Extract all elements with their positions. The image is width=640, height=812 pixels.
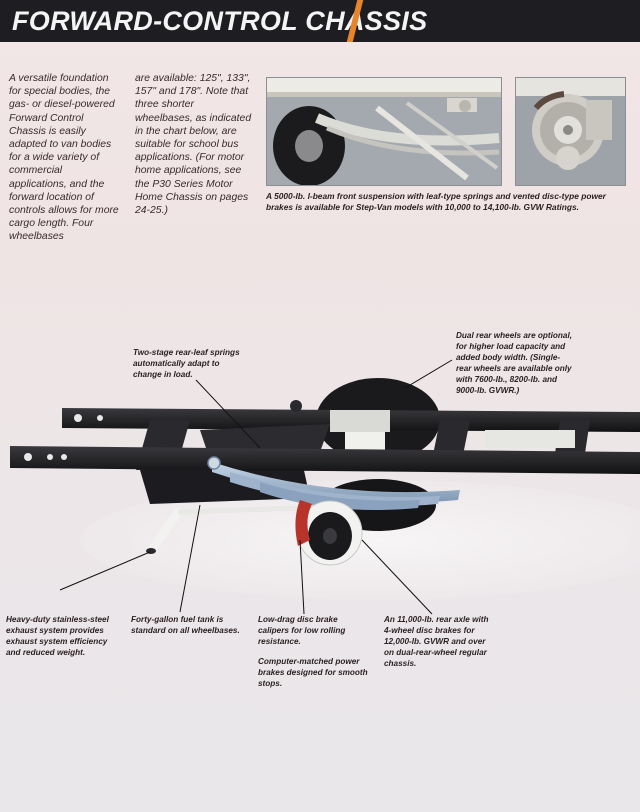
callout-power-brakes-text: Computer-matched power brakes designed f… — [258, 657, 368, 688]
callout-fuel-tank: Forty-gallon fuel tank is standard on al… — [131, 614, 243, 645]
callout-dual-wheels: Dual rear wheels are optional, for highe… — [456, 330, 574, 405]
front-suspension-photo — [266, 77, 502, 186]
callout-axle-text: An 11,000-lb. rear axle with 4-wheel dis… — [384, 615, 489, 668]
leader-fuel-tank — [179, 504, 201, 613]
intro-text-2: are available: 125", 133", 157" and 178"… — [135, 73, 252, 217]
leader-calipers — [299, 539, 305, 615]
intro-text-1: A versatile foundation for special bodie… — [9, 73, 119, 243]
callout-rear-springs: Two-stage rear-leaf springs automaticall… — [133, 347, 248, 389]
leader-axle — [361, 539, 433, 615]
callout-exhaust-text: Heavy-duty stainless-steel exhaust syste… — [6, 615, 109, 657]
callout-fuel-tank-text: Forty-gallon fuel tank is standard on al… — [131, 615, 240, 635]
header-bar: FORWARD-CONTROL CHASSIS — [0, 0, 640, 42]
intro-column-2: are available: 125", 133", 157" and 178"… — [135, 72, 253, 217]
photo-caption: A 5000-lb. I-beam front suspension with … — [266, 191, 606, 212]
disc-brake-illustration — [516, 78, 625, 185]
front-suspension-illustration — [267, 78, 501, 185]
leader-dual-wheels — [404, 359, 453, 389]
callout-rear-springs-text: Two-stage rear-leaf springs automaticall… — [133, 348, 240, 379]
callout-calipers-text: Low-drag disc brake calipers for low rol… — [258, 615, 346, 646]
disc-brake-photo — [515, 77, 626, 186]
callout-brakes: Low-drag disc brake calipers for low rol… — [258, 614, 370, 698]
callout-exhaust: Heavy-duty stainless-steel exhaust syste… — [6, 614, 118, 667]
leader-exhaust — [59, 551, 151, 591]
callout-axle: An 11,000-lb. rear axle with 4-wheel dis… — [384, 614, 496, 678]
intro-column-1: A versatile foundation for special bodie… — [9, 72, 121, 244]
callout-dual-wheels-text: Dual rear wheels are optional, for highe… — [456, 331, 573, 395]
leader-rear-springs — [195, 379, 261, 449]
